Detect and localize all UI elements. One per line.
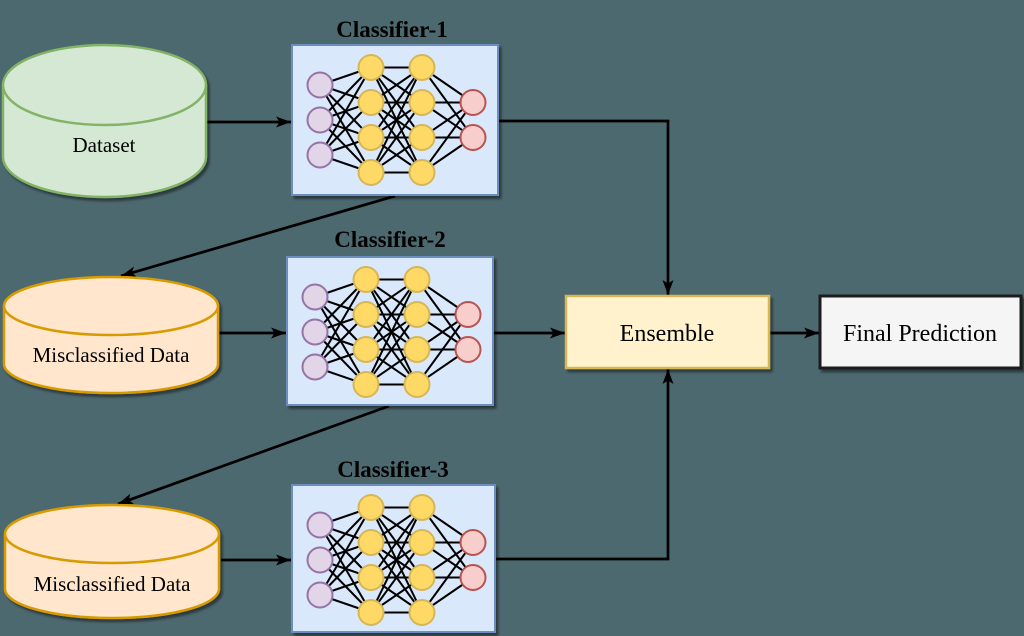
classifier2-title: Classifier-2: [334, 227, 446, 252]
hidden-node-icon: [408, 89, 436, 116]
hidden-node-icon: [357, 124, 385, 151]
hidden-node-icon: [352, 371, 380, 398]
node-final-prediction: Final Prediction: [818, 294, 1023, 370]
dataset-cylinder-top: [1, 43, 208, 127]
hidden-node-icon: [403, 266, 431, 293]
hidden-node-icon: [357, 494, 385, 521]
classifier1-neural-network: [306, 54, 487, 186]
hidden-node-icon: [352, 336, 380, 363]
output-node-icon: [454, 336, 482, 363]
node-dataset: Dataset: [1, 43, 208, 199]
nn-connection: [421, 101, 474, 174]
nn-connection: [370, 101, 423, 174]
input-node-icon: [306, 71, 334, 99]
final-prediction-label: Final Prediction: [843, 321, 997, 347]
hidden-node-icon: [357, 159, 385, 186]
edge-classifier3-to-ensemble: [496, 369, 674, 561]
nn-connection: [421, 541, 474, 614]
final-prediction-box: [818, 294, 1023, 370]
nn-connection: [416, 313, 469, 386]
misclassified1-label: Misclassified Data: [33, 343, 191, 367]
hidden-node-icon: [408, 599, 436, 626]
classifier1-title: Classifier-1: [336, 17, 448, 42]
hidden-node-icon: [403, 371, 431, 398]
edge-classifier2-to-misclassified2: [117, 404, 390, 506]
nn-connection: [370, 506, 423, 579]
nn-connection: [314, 278, 367, 368]
input-node-icon: [306, 141, 334, 169]
dataset-label: Dataset: [73, 133, 136, 157]
ensemble-label: Ensemble: [620, 321, 715, 347]
edge-classifier1-to-ensemble: [498, 119, 674, 295]
edge-classifier1-to-misclassified1: [120, 194, 396, 278]
input-node-icon: [306, 546, 334, 574]
classifier2-neural-network: [301, 266, 482, 398]
nn-connection: [319, 66, 372, 156]
hidden-node-icon: [408, 564, 436, 591]
node-misclassified-data-1: Misclassified Data: [2, 275, 220, 395]
output-node-icon: [459, 529, 487, 556]
output-node-icon: [454, 301, 482, 328]
node-classifier-2: Classifier-2: [286, 227, 494, 406]
input-node-icon: [301, 318, 329, 346]
hidden-node-icon: [408, 124, 436, 151]
output-node-icon: [459, 564, 487, 591]
hidden-node-icon: [352, 266, 380, 293]
hidden-node-icon: [408, 159, 436, 186]
input-node-icon: [301, 283, 329, 311]
edges: [117, 116, 819, 566]
classifier3-neural-network: [306, 494, 487, 626]
misclassified2-label: Misclassified Data: [34, 572, 192, 596]
nn-connection: [365, 279, 418, 385]
hidden-node-icon: [357, 89, 385, 116]
input-node-icon: [301, 353, 329, 381]
classifier3-title: Classifier-3: [337, 457, 449, 482]
nn-connection: [370, 66, 423, 139]
input-node-icon: [306, 511, 334, 539]
node-classifier-1: Classifier-1: [291, 17, 499, 196]
input-node-icon: [306, 106, 334, 134]
hidden-node-icon: [357, 599, 385, 626]
nn-connection: [370, 67, 423, 173]
node-classifier-3: Classifier-3: [291, 457, 496, 633]
hidden-node-icon: [357, 529, 385, 556]
nn-connection: [370, 507, 423, 613]
hidden-node-icon: [403, 336, 431, 363]
ensemble-box: [564, 294, 771, 370]
hidden-node-icon: [403, 301, 431, 328]
node-misclassified-data-2: Misclassified Data: [3, 503, 221, 620]
input-node-icon: [306, 581, 334, 609]
nn-connection: [365, 278, 418, 351]
output-node-icon: [459, 89, 487, 116]
misclassified2-cylinder-top: [3, 503, 221, 565]
misclassified1-cylinder-top: [2, 275, 220, 337]
output-node-icon: [459, 124, 487, 151]
hidden-node-icon: [408, 54, 436, 81]
hidden-node-icon: [408, 529, 436, 556]
hidden-node-icon: [357, 54, 385, 81]
hidden-node-icon: [352, 301, 380, 328]
node-ensemble: Ensemble: [564, 294, 771, 370]
nn-connection: [365, 313, 418, 386]
nn-connection: [319, 506, 372, 596]
nn-connection: [370, 541, 423, 614]
hidden-node-icon: [357, 564, 385, 591]
hidden-node-icon: [408, 494, 436, 521]
